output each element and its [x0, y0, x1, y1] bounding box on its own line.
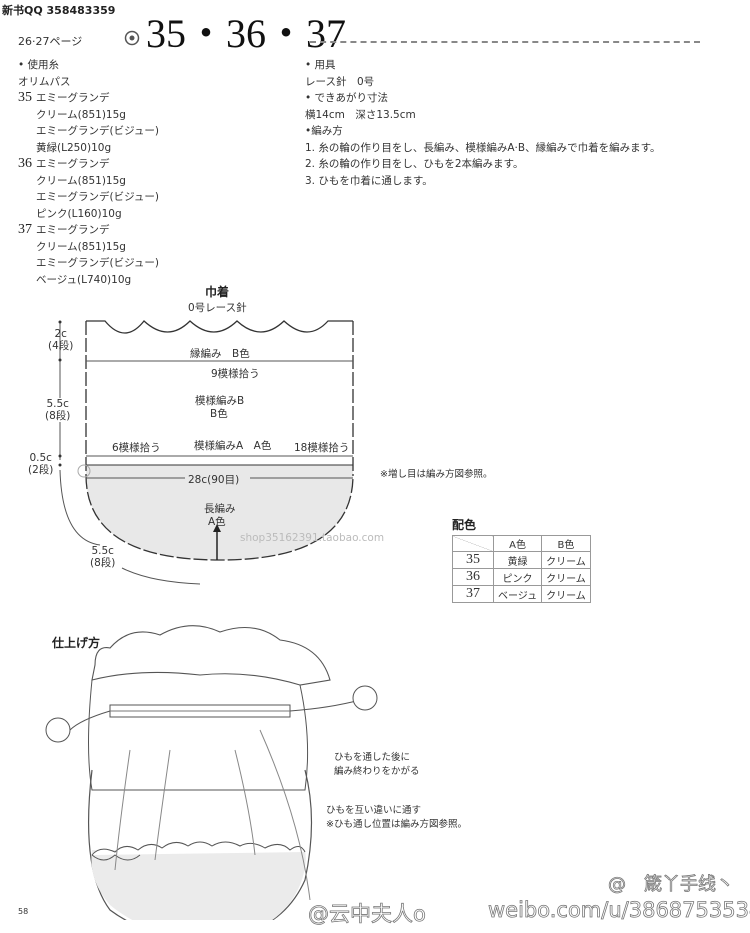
header-b: B色 [541, 535, 591, 552]
yarn-heading: • 使用糸 [18, 59, 60, 71]
edge-label: 縁編み B色 [190, 348, 250, 360]
tools-line: レース針 0号 [305, 75, 375, 88]
yarn-text: エミーグランデ [36, 224, 110, 236]
tools-line: • 用具 [305, 59, 336, 71]
yarn-line: クリーム(851)15g [18, 107, 159, 124]
yarn-line: 36 エミーグランデ [18, 156, 159, 173]
color-cell: 36 [452, 568, 494, 586]
pick-9-label: 9模様拾う [211, 368, 260, 380]
watermark-name: @ 箴丫手线丶 [608, 874, 735, 896]
yarn-line: エミーグランデ(ビジュー) [18, 123, 159, 140]
yarn-text: クリーム(851)15g [36, 174, 126, 187]
color-table-title: 配色 [452, 518, 477, 532]
item-number: 35 [18, 90, 32, 105]
yarn-line: クリーム(851)15g [18, 239, 159, 256]
qq-header: 新书QQ 358483359 [2, 4, 116, 17]
watermark-shop: shop35162391.taobao.com [240, 532, 385, 544]
pattern-a-label: 模様編みA A色 [194, 440, 272, 452]
hook-label: 0号レース針 [188, 302, 247, 314]
finishing-note-2: ひもを互い違いに通す※ひも通し位置は編み方図参照。 [326, 805, 467, 830]
page-reference: 26·27ページ [18, 35, 83, 48]
tools-line: 1. 糸の輪の作り目をし、長編み、模様編みA·B、縁編みで巾着を編みます。 [305, 141, 661, 154]
color-cell: ベージュ [492, 585, 543, 603]
bag-chart-diagram [58, 320, 354, 585]
yarn-text: エミーグランデ [36, 158, 110, 170]
yarn-line: 35 エミーグランデ [18, 90, 159, 107]
color-cell: クリーム [541, 551, 591, 569]
diagram-title: 巾着 [205, 285, 230, 299]
dc-label: 長編み [204, 503, 236, 515]
color-cell: クリーム [541, 585, 591, 603]
yarn-text: ベージュ(L740)10g [36, 273, 132, 286]
yarn-line: エミーグランデ(ビジュー) [18, 189, 159, 206]
item-number: 37 [18, 222, 32, 237]
flower-icon [124, 30, 140, 46]
yarn-line: ベージュ(L740)10g [18, 272, 159, 289]
dim-5-5c-bottom: 5.5c(8段) [90, 545, 116, 569]
yarn-text: エミーグランデ(ビジュー) [36, 191, 159, 203]
yarn-text: クリーム(851)15g [36, 240, 126, 253]
tools-and-instructions: • 用具レース針 0号 • できあがり寸法横14cm 深さ13.5cm •編み方 1.… [305, 57, 661, 189]
finishing-note-1: ひもを通した後に編み終わりをかがる [334, 752, 420, 777]
tools-line: • できあがり寸法 [305, 92, 389, 104]
title-divider [310, 41, 700, 43]
tools-line: 2. 糸の輪の作り目をし、ひもを2本編みます。 [305, 158, 524, 170]
pick-6-label: 6模様拾う [112, 442, 161, 454]
dc-color: A色 [208, 516, 226, 528]
page-title: 35・36・37 [146, 11, 346, 56]
yarn-line: ピンク(L160)10g [18, 206, 159, 223]
color-cell: 35 [452, 551, 494, 569]
yarn-line: 黄緑(L250)10g [18, 140, 159, 157]
increase-note: ※増し目は編み方図参照。 [380, 469, 493, 480]
pick-18-label: 18模様拾う [294, 442, 350, 454]
yarn-line: エミーグランデ(ビジュー) [18, 255, 159, 272]
width-label: 28c(90目) [188, 472, 240, 487]
dim-5-5c-top: 5.5c(8段) [45, 398, 71, 422]
tools-line: 横14cm 深さ13.5cm [305, 108, 416, 121]
yarn-brand: オリムパス [18, 75, 71, 88]
color-cell: 37 [452, 585, 494, 603]
yarn-text: クリーム(851)15g [36, 108, 126, 121]
yarn-text: エミーグランデ(ビジュー) [36, 257, 159, 269]
header-a: A色 [492, 535, 543, 552]
dim-2c: 2c(4段) [48, 328, 74, 352]
finishing-title: 仕上げ方 [52, 636, 101, 650]
yarn-line: 37 エミーグランデ [18, 222, 159, 239]
yarn-text: エミーグランデ(ビジュー) [36, 125, 159, 137]
color-cell: ピンク [492, 568, 543, 586]
yarn-text: 黄緑(L250)10g [36, 141, 112, 154]
yarn-text: ピンク(L160)10g [36, 207, 122, 220]
dim-0-5c: 0.5c(2段) [28, 452, 54, 476]
tools-line: 3. ひもを巾着に通します。 [305, 174, 433, 187]
color-cell: 黄緑 [492, 551, 543, 569]
tools-line: •編み方 [305, 125, 343, 137]
yarn-text: エミーグランデ [36, 92, 110, 104]
pattern-b-color: B色 [210, 408, 228, 420]
item-number: 36 [18, 156, 32, 171]
color-cell: クリーム [541, 568, 591, 586]
yarn-line: クリーム(851)15g [18, 173, 159, 190]
finished-bag-illustration [45, 625, 378, 920]
watermark-user: @云中夫人o [308, 902, 427, 927]
pattern-b-label: 模様編みB [195, 395, 245, 407]
page-number: 58 [18, 907, 29, 916]
watermark-weibo: weibo.com/u/3868753534 [488, 898, 750, 923]
